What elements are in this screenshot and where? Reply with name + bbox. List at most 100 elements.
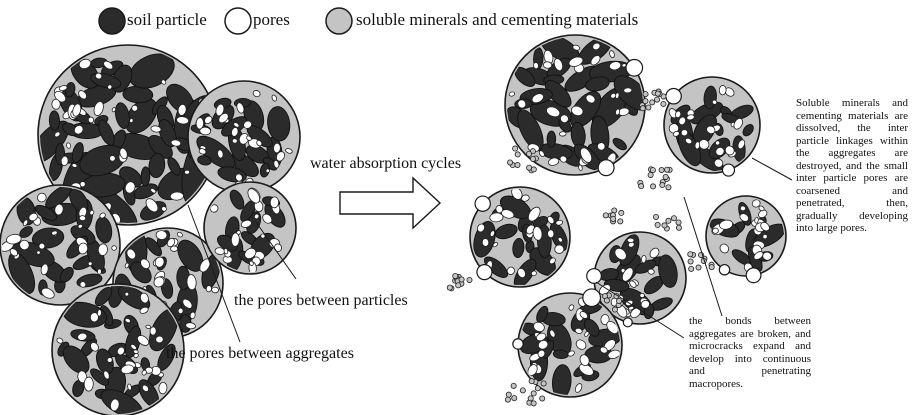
pore <box>579 311 589 319</box>
pore <box>538 150 545 157</box>
erosion-notch <box>721 163 736 177</box>
dissolved-material-layer <box>446 88 715 407</box>
pore <box>155 335 164 344</box>
pore <box>574 327 583 334</box>
pore <box>169 191 184 201</box>
pore <box>145 198 159 213</box>
pore <box>97 268 102 275</box>
dissolved-fragment <box>638 183 645 190</box>
dissolved-fragment <box>649 167 656 174</box>
process-arrow <box>339 176 442 230</box>
pore <box>719 219 734 230</box>
erosion-notch <box>625 58 644 77</box>
pore <box>54 203 64 216</box>
pore <box>116 346 125 356</box>
pore <box>153 276 165 288</box>
erosion-notch <box>582 288 602 308</box>
aggregate <box>0 184 121 306</box>
dissolved-fragment <box>466 276 473 283</box>
pore <box>715 140 721 146</box>
process-label: water absorption cycles <box>310 155 462 172</box>
pore <box>161 79 167 85</box>
pore <box>572 44 581 51</box>
dissolved-fragment <box>654 96 661 103</box>
dissolved-fragment <box>654 90 661 97</box>
aggregate <box>504 34 646 177</box>
dissolved-fragment <box>505 391 512 398</box>
soil-particle <box>100 389 143 414</box>
soil-particle <box>584 76 610 92</box>
pore <box>557 237 563 243</box>
dissolved-fragment <box>663 166 670 173</box>
dissolved-fragment <box>530 155 537 162</box>
pore <box>186 274 197 291</box>
pore <box>570 105 584 117</box>
soil-particle <box>612 137 627 151</box>
pore <box>204 115 213 125</box>
dissolved-fragment <box>659 182 666 189</box>
pore <box>724 145 735 156</box>
pore <box>553 58 564 72</box>
pore <box>78 90 88 100</box>
dissolved-fragment <box>650 183 657 190</box>
pore <box>58 85 68 92</box>
pore <box>110 398 120 412</box>
leader-line-particles <box>255 221 297 280</box>
pore <box>166 237 176 248</box>
dissolved-fragment <box>687 258 694 265</box>
pore <box>506 266 515 275</box>
soil-particle <box>267 106 291 142</box>
pore <box>674 110 682 119</box>
pore <box>243 120 253 129</box>
pore <box>641 254 647 264</box>
pore <box>71 163 78 168</box>
pore <box>231 127 239 137</box>
pore <box>574 383 583 393</box>
pore <box>38 242 46 250</box>
dissolved-fragment <box>658 167 665 174</box>
pore <box>492 241 498 248</box>
soil-particle <box>742 124 754 137</box>
pore <box>630 307 641 319</box>
dissolved-fragment <box>688 265 695 272</box>
pore <box>706 125 716 135</box>
pore <box>579 354 590 366</box>
pore <box>712 227 719 234</box>
pore <box>609 61 622 71</box>
dissolved-fragment <box>512 145 519 152</box>
pore <box>170 245 179 252</box>
leader-line-dissolution <box>751 157 793 181</box>
note-dissolution: Soluble minerals and cementing materials… <box>796 97 908 234</box>
pore <box>626 237 635 243</box>
pore <box>177 307 184 315</box>
pore <box>124 318 131 324</box>
pore <box>684 137 693 145</box>
pore <box>205 285 212 293</box>
pore <box>137 335 150 346</box>
pore <box>87 116 95 124</box>
pore <box>109 155 116 162</box>
pore <box>51 98 61 110</box>
dissolved-fragment <box>645 104 652 111</box>
soil-particle <box>517 109 544 151</box>
pore <box>77 370 88 384</box>
pore <box>578 363 594 376</box>
legend-pore-swatch <box>224 7 252 35</box>
pore <box>126 248 137 260</box>
aggregate <box>705 195 787 284</box>
pore <box>521 194 530 202</box>
pore <box>517 267 526 279</box>
pore <box>145 324 152 329</box>
legend-soil-particle-label: soil particle <box>127 10 207 29</box>
pore <box>733 117 743 130</box>
aggregate <box>663 76 761 177</box>
pore <box>600 314 610 326</box>
pore <box>79 181 86 188</box>
pore <box>615 108 621 116</box>
pore <box>22 219 29 227</box>
soil-particle <box>512 237 525 258</box>
pore <box>141 369 147 376</box>
pore <box>610 92 617 99</box>
pore <box>628 305 635 311</box>
pore <box>715 146 725 156</box>
